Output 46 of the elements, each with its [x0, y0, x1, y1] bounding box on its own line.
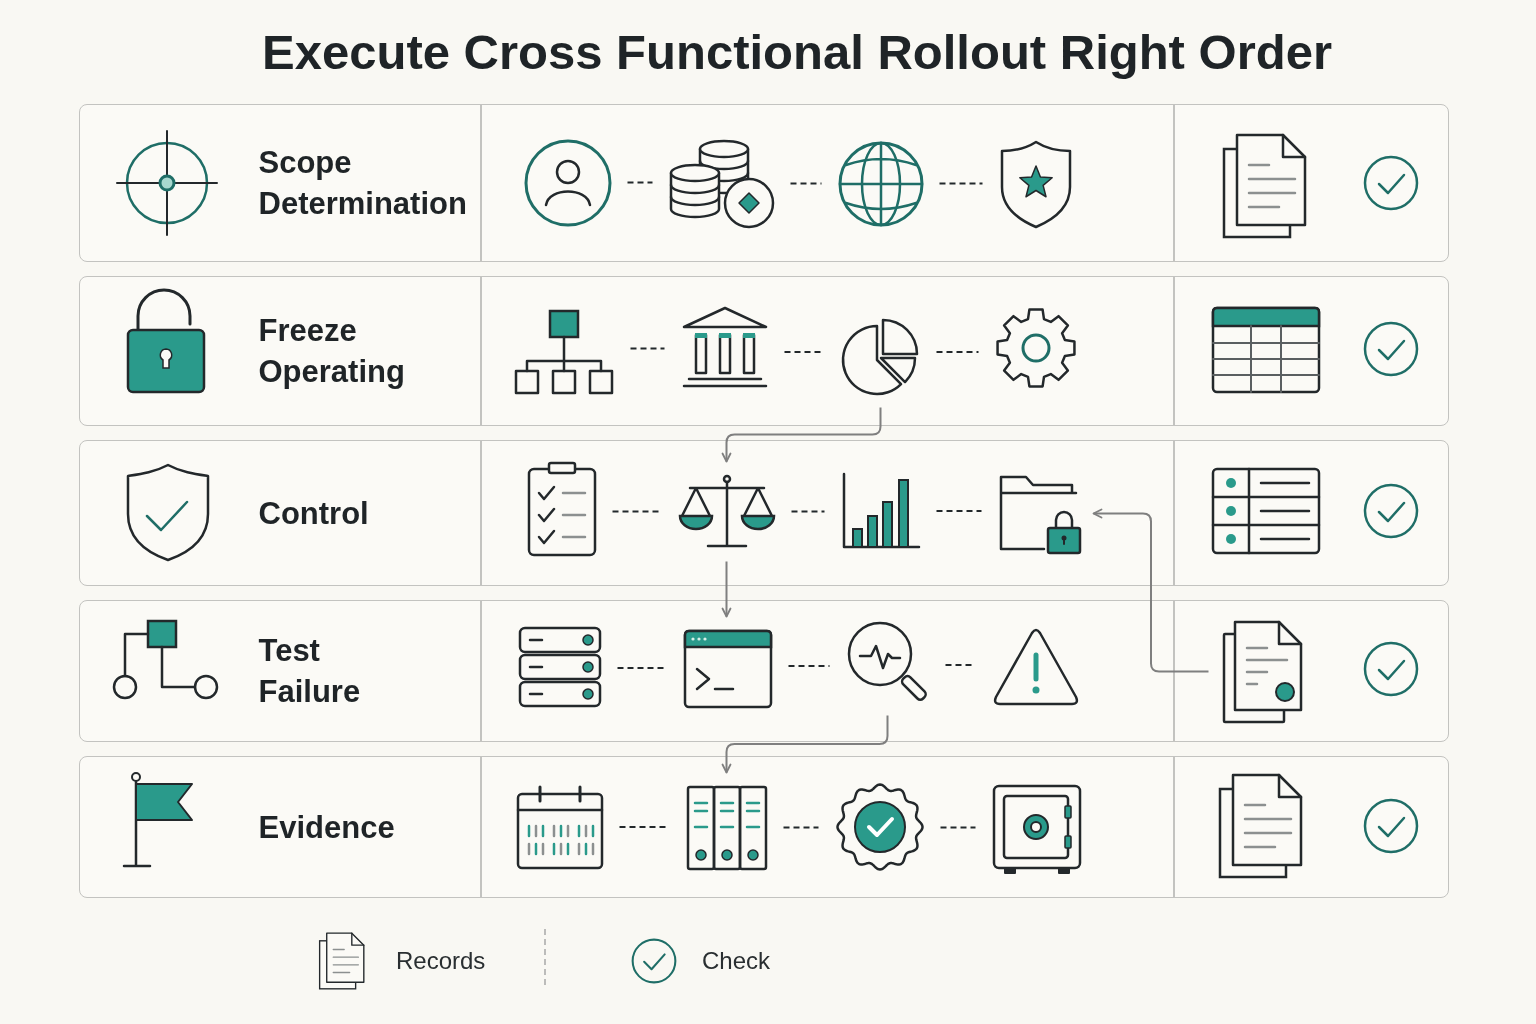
- user-icon: [523, 138, 612, 227]
- globe-icon: [837, 140, 924, 227]
- bar-chart-icon: [840, 471, 921, 550]
- org-chart-icon: [512, 308, 615, 396]
- dashed-connector: [787, 665, 831, 667]
- shield-star-icon: [998, 138, 1073, 229]
- database-icon: [668, 138, 775, 229]
- row-panel: [79, 440, 1449, 586]
- dashed-connector: [938, 182, 984, 185]
- legend-label: Records: [396, 946, 486, 976]
- row-panel: [79, 600, 1449, 742]
- row-panel: [79, 104, 1449, 262]
- arrow: [721, 714, 889, 774]
- gear-icon: [994, 306, 1077, 389]
- dashed-connector: [790, 510, 826, 513]
- calendar-icon: [515, 783, 604, 870]
- row-title: Control: [258, 494, 369, 533]
- bank-icon: [680, 304, 769, 389]
- badge-check-icon: [834, 781, 925, 872]
- certificate-document-icon: [1220, 619, 1305, 724]
- legend-label: Check: [702, 946, 771, 976]
- scales-icon: [677, 473, 776, 550]
- binders-icon: [685, 784, 768, 871]
- dashed-connector: [782, 826, 820, 829]
- checklist-icon: [526, 460, 597, 557]
- safe-icon: [991, 783, 1082, 875]
- warning-icon: [991, 626, 1080, 707]
- terminal-icon: [682, 628, 773, 709]
- dashed-connector: [935, 510, 983, 512]
- row-panel: [79, 756, 1449, 898]
- dashed-connector: [789, 182, 823, 185]
- server-icon: [517, 625, 602, 708]
- pulse-magnifier-icon: [845, 619, 930, 704]
- arrow: [1092, 508, 1210, 673]
- dashed-connector: [939, 826, 977, 829]
- dashed-connector: [629, 347, 666, 350]
- dashed-connector: [935, 351, 980, 353]
- arrow: [721, 406, 882, 463]
- row-panel: [79, 276, 1449, 426]
- row-title: Evidence: [258, 808, 395, 847]
- title: Execute Cross Functional Rollout Right Order: [262, 24, 1332, 81]
- row-title: Freeze Operating: [258, 312, 405, 391]
- arrow: [721, 560, 732, 618]
- row-title: Scope Determination: [258, 144, 467, 223]
- row-title: Test Failure: [258, 632, 361, 711]
- dashed-connector: [626, 181, 654, 184]
